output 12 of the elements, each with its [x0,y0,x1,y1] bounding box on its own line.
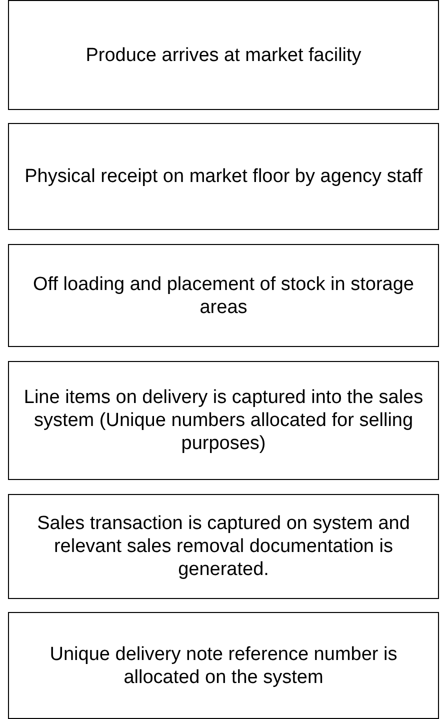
process-box [8,0,439,110]
step-text: Physical receipt on market floor by agency staff [24,165,424,188]
process-box [8,612,439,719]
process-box [8,494,439,599]
process-box [8,244,439,347]
step-text: Line items on delivery is captured into the sales system (Unique numbers allocated for selling purposes) [22,386,424,455]
step-text: Sales transaction is captured on system and relevant sales removal documentation is generated. [36,512,411,581]
process-box [8,361,439,480]
process-box [8,123,439,230]
step-text: Unique delivery note reference number is allocated on the system [48,642,398,688]
step-text: Produce arrives at market facility [84,44,362,66]
step-text: Off loading and placement of stock in storage areas [32,272,415,318]
